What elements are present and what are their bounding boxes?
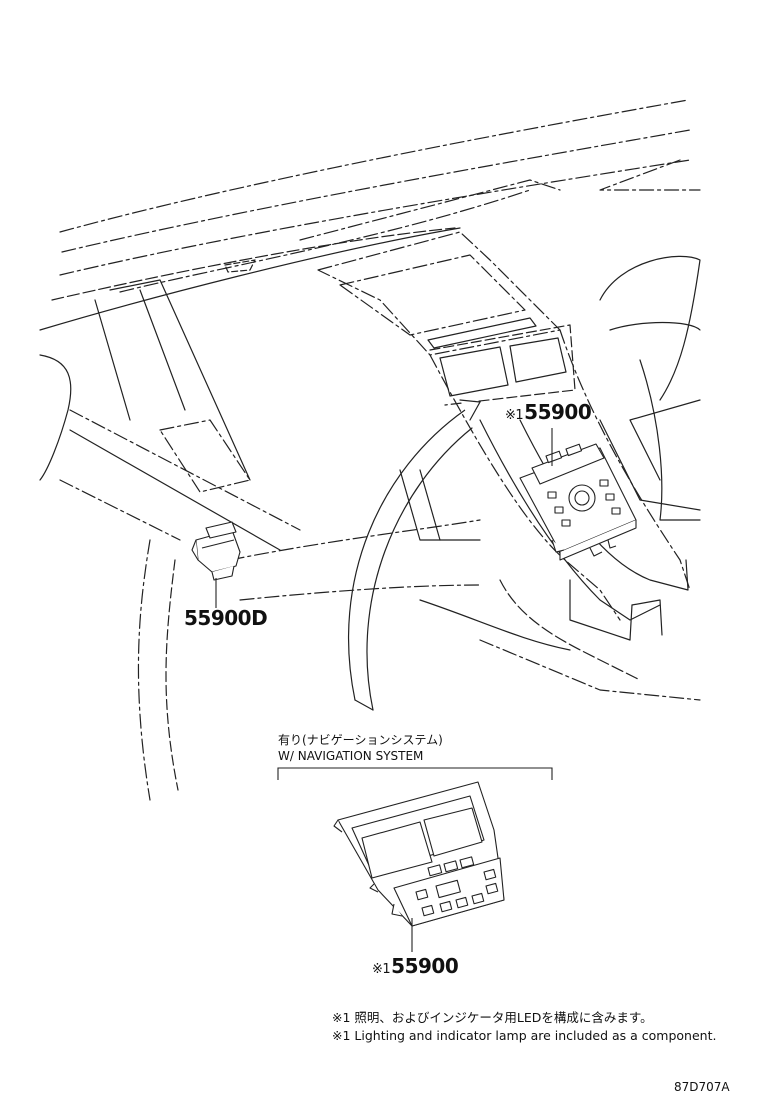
variant-bracket [278,768,552,780]
footnote-jp: ※1 照明、およびインジケータ用LEDを構成に含みます。 [332,1010,653,1025]
callout-left: 55900D [184,606,268,630]
callout-lower-number: 55900 [391,954,459,978]
callout-left-number: 55900D [184,606,268,630]
footnotes: ※1 照明、およびインジケータ用LEDを構成に含みます。 ※1 Lighting… [332,1009,716,1045]
callout-lower: ※155900 [372,954,459,978]
variant-label-en: W/ NAVIGATION SYSTEM [278,749,424,763]
variant-label-jp: 有り(ナビゲーションシステム) [278,733,443,747]
callout-upper: ※155900 [505,400,592,424]
footnote-en: ※1 Lighting and indicator lamp are inclu… [332,1028,717,1043]
location-arrow [349,400,480,710]
callout-upper-number: 55900 [524,400,592,424]
callout-upper-mark: ※1 [505,408,524,423]
left-switch [192,522,240,580]
dashboard-outline [40,100,700,800]
console-switch-unit [520,444,636,560]
navigation-switch-panel [334,782,504,926]
diagram-code: 87D707A [674,1080,730,1094]
callout-lower-mark: ※1 [372,962,391,977]
